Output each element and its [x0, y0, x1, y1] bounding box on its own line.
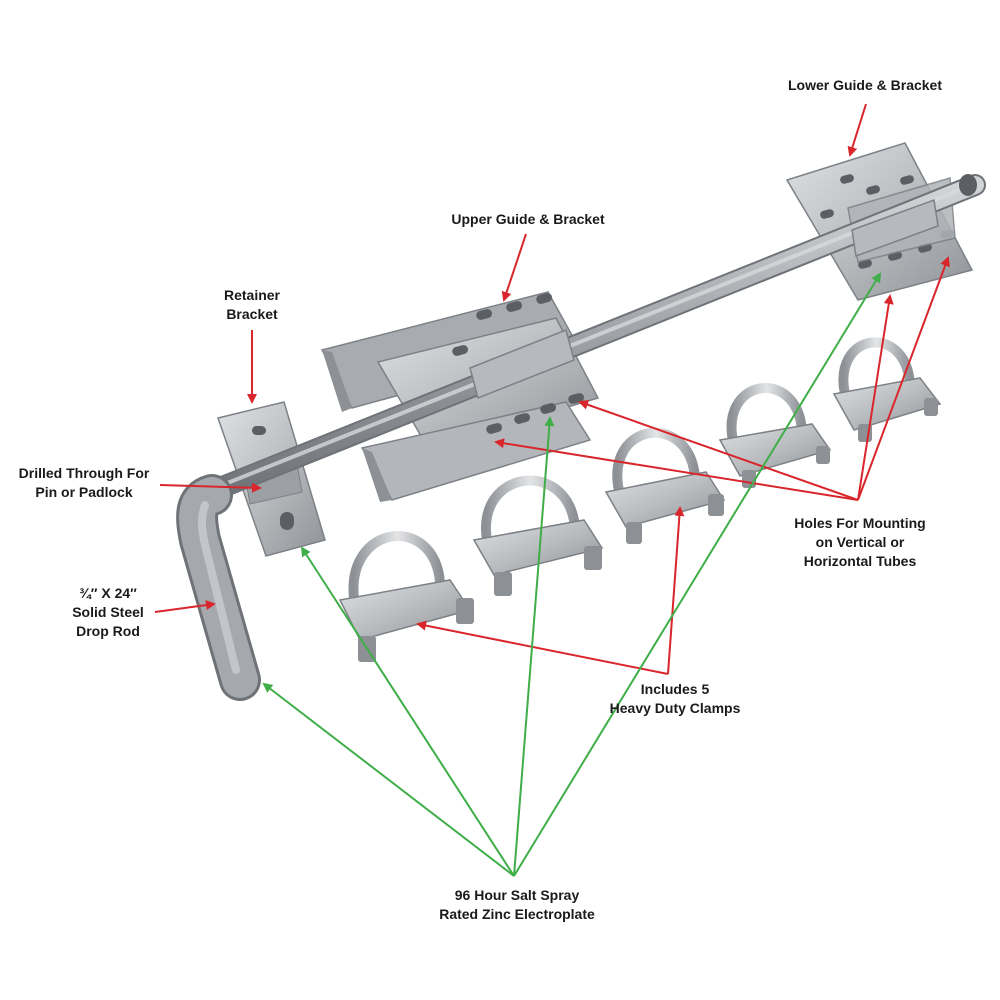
arrow-zinc-upper	[513, 416, 555, 877]
arrow-clamps-2	[667, 506, 685, 675]
clamp-5	[832, 337, 942, 442]
label-line: 96 Hour Salt Spray	[454, 887, 580, 903]
label-line: Pin or Padlock	[35, 484, 133, 500]
label-line: Holes For Mounting	[794, 515, 926, 531]
clamp-3	[604, 427, 726, 544]
clamp-2	[472, 475, 604, 596]
label-mounting-holes: Holes For Mounting on Vertical or Horizo…	[778, 514, 942, 571]
label-line: Solid Steel	[72, 604, 144, 620]
arrow-holes-2	[494, 438, 859, 501]
arrow-zinc-rod	[262, 682, 515, 877]
label-retainer-bracket: Retainer Bracket	[202, 286, 302, 324]
label-line: Drilled Through For	[18, 465, 150, 481]
arrow-drop-rod	[154, 600, 216, 613]
label-line: on Vertical or	[815, 534, 905, 550]
label-line: Rated Zinc Electroplate	[439, 906, 595, 922]
label-clamps: Includes 5 Heavy Duty Clamps	[590, 680, 760, 718]
label-line: Includes 5	[640, 681, 710, 697]
arrow-drilled	[159, 482, 262, 493]
rod-sleeves	[469, 198, 939, 400]
u-bolt-clamps	[338, 337, 942, 662]
label-zinc-electroplate: 96 Hour Salt Spray Rated Zinc Electropla…	[420, 886, 614, 924]
arrow-upper-guide	[501, 233, 527, 302]
arrow-holes-1	[578, 399, 859, 501]
label-line: Retainer	[223, 287, 281, 303]
label-lower-guide: Lower Guide & Bracket	[770, 76, 960, 95]
clamp-4	[718, 383, 832, 488]
label-drilled-through: Drilled Through For Pin or Padlock	[6, 464, 162, 502]
label-line: Upper Guide & Bracket	[451, 211, 605, 227]
clamp-1	[338, 531, 474, 662]
arrow-zinc-lower	[513, 272, 882, 877]
arrow-holes-4	[857, 256, 950, 501]
label-drop-rod: ¾″ X 24″ Solid Steel Drop Rod	[60, 584, 156, 641]
arrow-zinc-retainer	[300, 546, 515, 877]
label-line: Heavy Duty Clamps	[609, 700, 741, 716]
label-line: Horizontal Tubes	[803, 553, 917, 569]
arrow-holes-3	[857, 294, 894, 501]
label-line: ¾″ X 24″	[79, 585, 137, 601]
label-upper-guide: Upper Guide & Bracket	[432, 210, 624, 229]
drop-rod	[176, 174, 986, 701]
label-line: Lower Guide & Bracket	[787, 77, 943, 93]
green-callout-arrows	[262, 272, 882, 877]
red-callout-arrows	[154, 103, 950, 675]
label-line: Bracket	[226, 306, 278, 322]
arrow-lower-guide	[847, 103, 867, 157]
arrow-clamps-1	[416, 620, 669, 675]
label-line: Drop Rod	[76, 623, 140, 639]
